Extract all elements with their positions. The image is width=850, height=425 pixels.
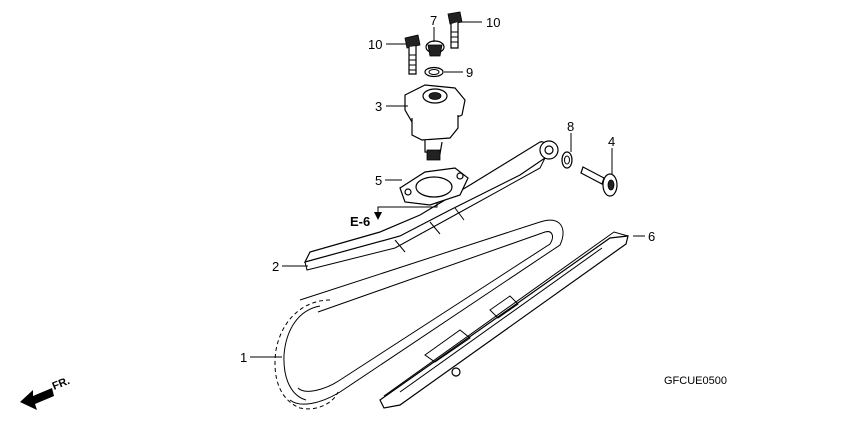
callout-5: 5 xyxy=(375,173,382,188)
callout-7: 7 xyxy=(430,13,437,28)
callout-8: 8 xyxy=(567,119,574,134)
gasket xyxy=(399,167,469,206)
washer-8 xyxy=(561,151,573,169)
tensioner-lifter xyxy=(404,84,466,161)
tensioner-slipper xyxy=(303,140,559,271)
diagram-code: GFCUE0500 xyxy=(664,375,727,387)
front-direction-label: FR. xyxy=(51,375,72,393)
callout-10-left: 10 xyxy=(368,37,382,52)
cam-chain xyxy=(274,219,564,410)
callout-2: 2 xyxy=(272,259,279,274)
o-ring-9 xyxy=(424,66,444,78)
callout-4: 4 xyxy=(608,134,615,149)
callout-6: 6 xyxy=(648,229,655,244)
callout-3: 3 xyxy=(375,99,382,114)
bolt-right xyxy=(447,11,463,49)
chain-guide xyxy=(379,231,629,409)
pivot-bolt xyxy=(580,166,618,197)
callout-9: 9 xyxy=(466,65,473,80)
callout-1: 1 xyxy=(240,350,247,365)
bolt-left xyxy=(404,34,421,75)
leader-lines xyxy=(250,21,645,358)
sealing-bolt xyxy=(425,40,445,57)
callout-10-right: 10 xyxy=(486,15,500,30)
front-arrow-icon xyxy=(20,388,54,410)
reference-label: E-6 xyxy=(350,214,370,229)
